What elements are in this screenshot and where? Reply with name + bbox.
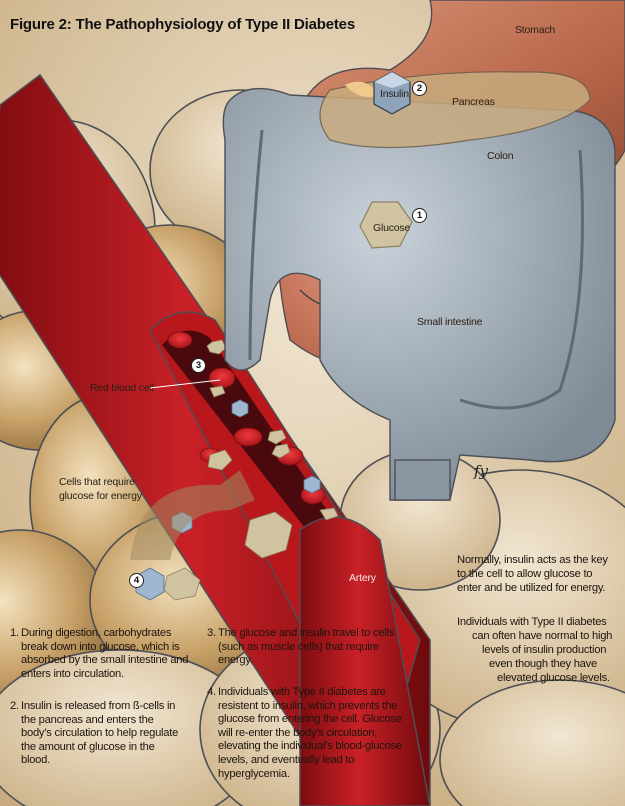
rbc-leader-line bbox=[150, 379, 221, 389]
note-type2: Individuals with Type II diabetes can of… bbox=[457, 615, 614, 685]
label-small-intestine: Small intestine bbox=[417, 316, 483, 328]
label-insulin: Insulin bbox=[380, 88, 409, 100]
label-cells-line2: glucose for energy bbox=[59, 490, 142, 502]
marker-3: 3 bbox=[191, 358, 206, 373]
step-1: 1. During digestion, carbohydrates break… bbox=[10, 627, 200, 681]
step-4-text: Individuals with Type II diabetes are re… bbox=[218, 686, 402, 780]
figure-title: Figure 2: The Pathophysiology of Type II… bbox=[10, 16, 355, 33]
step-3-number: 3. bbox=[207, 627, 216, 639]
label-stomach: Stomach bbox=[515, 24, 556, 36]
note-type2-line: even though they have bbox=[489, 658, 597, 670]
label-red-blood-cell: Red blood cell bbox=[90, 382, 154, 394]
insulin-hexagon bbox=[373, 71, 411, 115]
step-1-text: During digestion, carbohydrates break do… bbox=[21, 627, 189, 680]
note-type2-line: levels of insulin production bbox=[482, 644, 607, 656]
marker-2: 2 bbox=[412, 81, 427, 96]
marker-4: 4 bbox=[129, 573, 144, 588]
note-type2-line: elevated glucose levels. bbox=[497, 672, 610, 684]
note-normal-line: enter and be utilized for energy. bbox=[457, 582, 606, 594]
label-cells-line1: Cells that require bbox=[59, 476, 135, 488]
glucose-path-arrow bbox=[130, 470, 255, 560]
note-normal-line: Normally, insulin acts as the key bbox=[457, 554, 608, 566]
note-type2-line: can often have normal to high bbox=[472, 630, 613, 642]
glucose-hexagon bbox=[359, 201, 413, 249]
step-3-text: The glucose and insulin travel to cells … bbox=[218, 627, 395, 667]
marker-1: 1 bbox=[412, 208, 427, 223]
step-4: 4. Individuals with Type II diabetes are… bbox=[207, 686, 412, 781]
artist-signature: fy bbox=[474, 462, 489, 480]
step-3: 3. The glucose and insulin travel to cel… bbox=[207, 627, 412, 668]
label-colon: Colon bbox=[487, 150, 514, 162]
step-2: 2. Insulin is released from ß-cells in t… bbox=[10, 700, 185, 768]
note-normal-line: to the cell to allow glucose to bbox=[457, 568, 593, 580]
step-4-number: 4. bbox=[207, 686, 216, 698]
label-pancreas: Pancreas bbox=[452, 96, 495, 108]
glucose-particles bbox=[163, 339, 339, 601]
step-2-text: Insulin is released from ß-cells in the … bbox=[21, 700, 179, 767]
step-1-number: 1. bbox=[10, 627, 19, 639]
label-glucose: Glucose bbox=[373, 222, 411, 234]
note-type2-line: Individuals with Type II diabetes bbox=[457, 616, 607, 628]
label-artery: Artery bbox=[349, 572, 376, 584]
step-2-number: 2. bbox=[10, 700, 19, 712]
note-normal: Normally, insulin acts as the key to the… bbox=[457, 553, 608, 595]
